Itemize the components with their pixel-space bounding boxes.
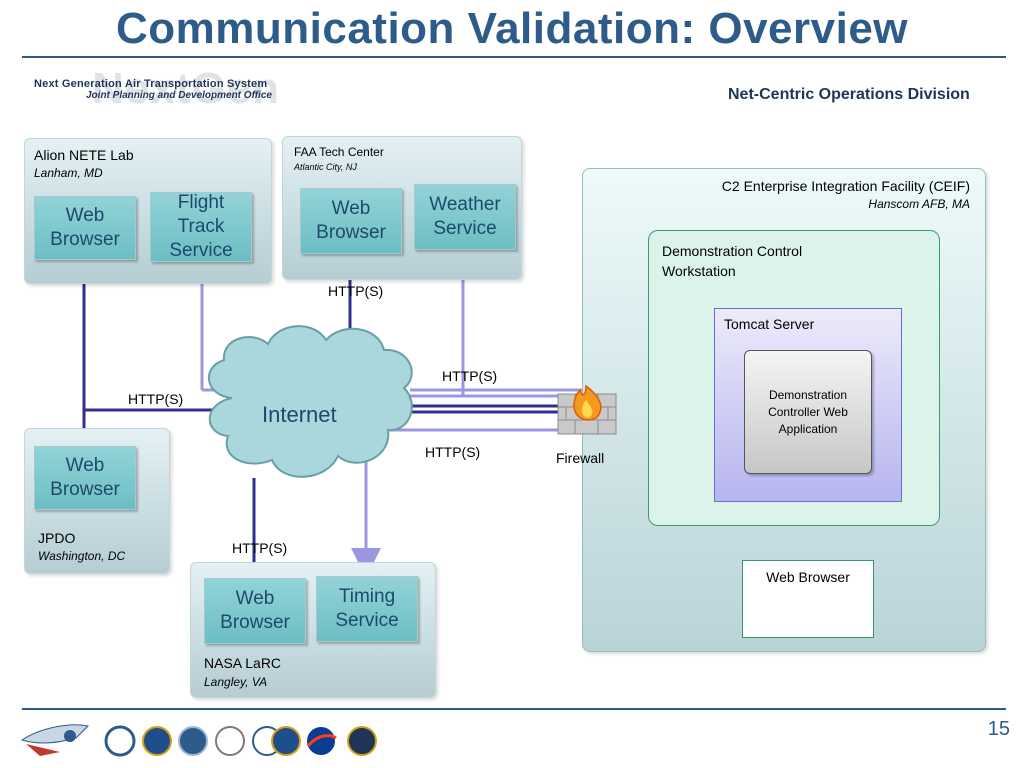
ncod-logo-text: Net-Centric Operations Division — [728, 86, 970, 103]
workstation-label: Demonstration Control Workstation — [662, 243, 803, 279]
tomcat-label: Tomcat Server — [724, 316, 815, 332]
agency-seal-icon — [305, 725, 337, 757]
footer-rule — [22, 708, 1006, 710]
weather-service: Weather Service — [414, 184, 516, 250]
nasa-web-browser: Web Browser — [204, 578, 306, 644]
http-label-west: HTTP(S) — [128, 391, 184, 407]
firewall-label: Firewall — [556, 450, 605, 466]
agency-seal-icon — [215, 726, 245, 756]
slide-title: Communication Validation: Overview — [115, 4, 909, 53]
timing-service: Timing Service — [316, 576, 418, 642]
nextgen-jet-logo — [20, 724, 89, 756]
agency-seal-icon — [271, 726, 301, 756]
ceif-web-browser-label: Web Browser — [766, 569, 850, 585]
nextgen-watermark: NextGen — [92, 64, 280, 113]
http-label-internet-bottom: HTTP(S) — [425, 444, 481, 460]
agency-seal-icon — [178, 726, 208, 756]
alion-location: Lanham, MD — [34, 166, 103, 180]
nextgen-logo-line1: Next Generation Air Transportation Syste… — [34, 78, 268, 90]
jpdo-web-browser: Web Browser — [34, 446, 136, 510]
header-rule — [22, 56, 1006, 58]
faa-name: FAA Tech Center — [294, 145, 384, 159]
alion-web-browser: Web Browser — [34, 196, 136, 260]
http-label-nasa: HTTP(S) — [232, 540, 288, 556]
cloud-icon — [207, 325, 413, 478]
faa-location: Atlantic City, NJ — [294, 162, 357, 172]
nasa-name: NASA LaRC — [204, 655, 282, 671]
http-label-internet-top: HTTP(S) — [442, 368, 498, 384]
agency-seal-icon — [347, 726, 377, 756]
agency-seal-icon — [142, 726, 172, 756]
http-label-faa: HTTP(S) — [328, 283, 384, 299]
ceif-location: Hanscom AFB, MA — [868, 197, 970, 211]
agency-seal-icon — [104, 725, 136, 757]
nasa-location: Langley, VA — [204, 675, 268, 689]
jpdo-location: Washington, DC — [38, 549, 126, 563]
flight-track-service: Flight Track Service — [150, 192, 252, 262]
ceif-web-browser: Web Browser — [742, 560, 874, 638]
ceif-name: C2 Enterprise Integration Facility (CEIF… — [721, 178, 970, 194]
alion-name: Alion NETE Lab — [34, 147, 134, 163]
internet-label: Internet — [262, 402, 337, 427]
demonstration-controller-web-app: Demonstration Controller Web Application — [744, 350, 872, 474]
page-number: 15 — [987, 718, 1010, 740]
firewall-icon — [557, 384, 617, 435]
nextgen-logo: NextGen Next Generation Air Transportati… — [30, 64, 300, 113]
faa-web-browser: Web Browser — [300, 188, 402, 254]
jpdo-name: JPDO — [38, 530, 76, 546]
nextgen-logo-line2: Joint Planning and Development Office — [86, 90, 272, 101]
